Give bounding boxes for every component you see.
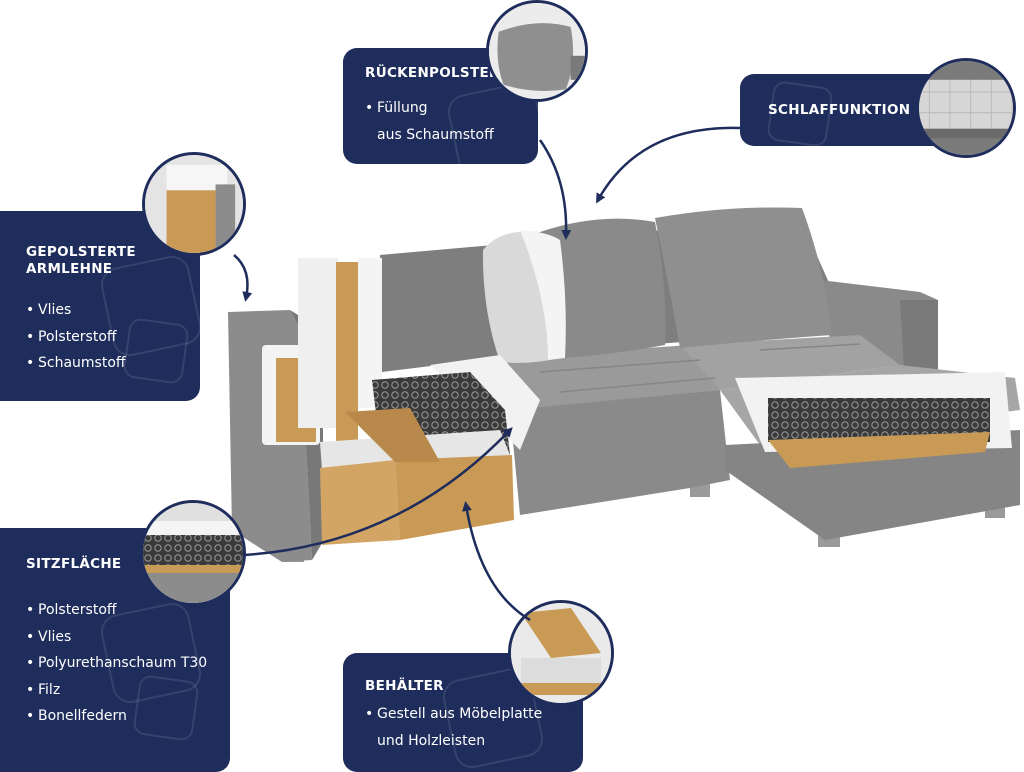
list-item-label: Polsterstoff: [38, 602, 117, 618]
bullet-icon: •: [26, 681, 35, 698]
bullet-icon: •: [26, 328, 35, 345]
list-item: •Gestell aus Möbelplatte: [365, 701, 542, 728]
sleep-function-detail-inset: [916, 58, 1016, 158]
seat-list: •Polsterstoff •Vlies •Polyurethanschaum …: [26, 597, 207, 730]
backrest-detail-inset: [486, 0, 588, 102]
armrest-list: •Vlies •Polsterstoff •Schaumstoff: [26, 297, 126, 377]
chaise-wood-base: [768, 432, 990, 468]
list-item: •Vlies: [26, 624, 207, 651]
container-list: •Gestell aus Möbelplatte und Holzleisten: [365, 701, 542, 754]
list-item: •Bonellfedern: [26, 703, 207, 730]
seat-title: SITZFLÄCHE: [26, 556, 122, 572]
bullet-icon: •: [365, 706, 374, 722]
sofa-right-armrest-front: [900, 300, 938, 385]
container-front: [395, 455, 514, 540]
list-item-label: und Holzleisten: [377, 732, 486, 749]
side-foam-layer: [298, 258, 338, 428]
back-cushion-foam-edge: [520, 230, 566, 360]
bullet-icon: •: [26, 355, 35, 371]
container-detail-image: [511, 603, 611, 703]
list-item: •Polsterstoff: [26, 324, 126, 351]
list-item: •Polyurethanschaum T30: [26, 650, 207, 677]
quilt-lines: [539, 343, 861, 393]
backrest-detail-image: [489, 3, 585, 99]
bullet-icon: •: [26, 655, 35, 671]
list-item-label: Vlies: [38, 628, 72, 645]
armrest-detail-inset: [142, 152, 246, 256]
armrest-title-line2: ARMLEHNE: [26, 261, 113, 277]
bullet-icon: •: [26, 628, 35, 645]
list-item-label: Schaumstoff: [38, 355, 126, 371]
list-item-label: Gestell aus Möbelplatte: [377, 706, 543, 722]
list-item-label: Filz: [38, 681, 61, 698]
sleep-function-title: SCHLAFFUNKTION: [768, 102, 911, 118]
sofa-base-front: [510, 390, 730, 515]
list-item-label: Polsterstoff: [38, 328, 117, 345]
decor-shape: [122, 317, 190, 385]
backrest-list: •Füllung aus Schaumstoff: [365, 95, 494, 148]
list-item: aus Schaumstoff: [365, 122, 494, 149]
list-item: •Vlies: [26, 297, 126, 324]
list-item-label: Vlies: [38, 302, 72, 318]
container-left-wall: [320, 460, 400, 545]
list-item-label: Bonellfedern: [38, 708, 127, 724]
bullet-icon: •: [26, 708, 35, 724]
armrest-title: GEPOLSTERTE ARMLEHNE: [26, 244, 176, 278]
back-cushion-left: [540, 218, 666, 358]
list-item: •Filz: [26, 677, 207, 704]
sleep-function-detail-image: [919, 61, 1013, 155]
bullet-icon: •: [26, 302, 35, 318]
backrest-title: RÜCKENPOLSTER: [365, 65, 500, 81]
list-item: •Polsterstoff: [26, 597, 207, 624]
seat-detail-image: [143, 503, 243, 603]
container-detail-inset: [508, 600, 614, 706]
container-title: BEHÄLTER: [365, 678, 444, 694]
side-wood-layer: [336, 262, 358, 462]
list-item: •Füllung: [365, 95, 494, 122]
bullet-icon: •: [365, 100, 374, 116]
sofa-seat-cushion: [680, 335, 900, 390]
list-item-label: Füllung: [377, 100, 428, 116]
list-item: •Schaumstoff: [26, 350, 126, 377]
armrest-title-line1: GEPOLSTERTE: [26, 244, 136, 260]
bullet-icon: •: [26, 602, 35, 618]
back-cushion-right: [655, 207, 832, 348]
armrest-detail-image: [145, 155, 243, 253]
list-item-label: Polyurethanschaum T30: [38, 655, 208, 671]
seat-detail-inset: [140, 500, 246, 606]
list-item: und Holzleisten: [365, 728, 542, 755]
list-item-label: aus Schaumstoff: [377, 126, 494, 143]
